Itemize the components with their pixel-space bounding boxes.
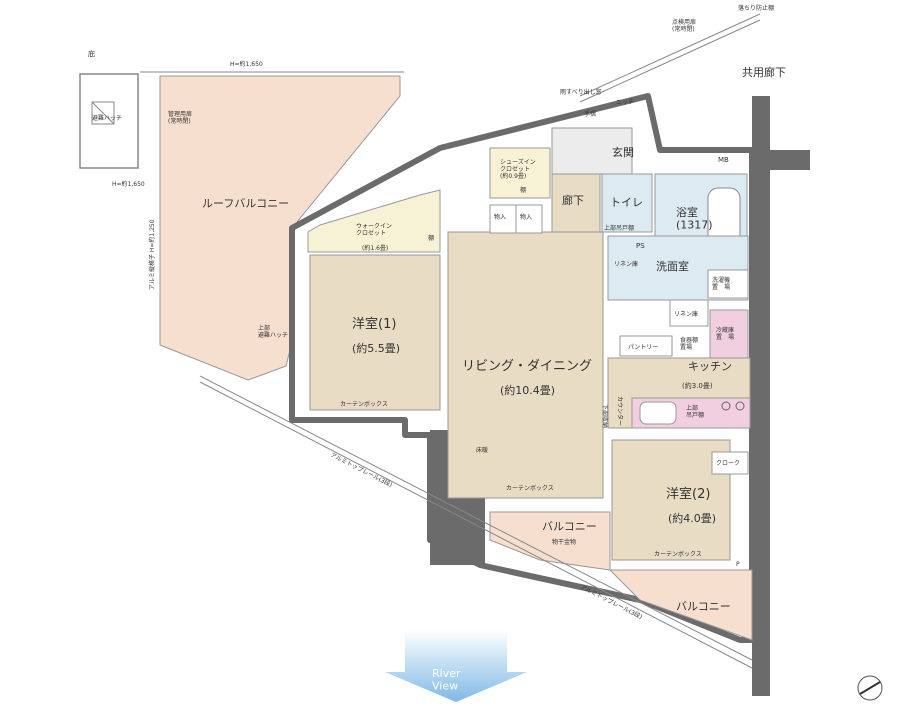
compass-needle (859, 681, 881, 695)
label-evac-hatch: 避難ハッチ (92, 114, 122, 122)
label-washroom: 洗面室 (656, 259, 689, 273)
top-rail-line-4 (579, 19, 761, 103)
label-curtain-box-1: カーテンボックス (340, 400, 388, 408)
balcony-2 (608, 569, 753, 641)
label-floor-heating: 床暖 (476, 446, 488, 454)
label-upper-cabinet: 上部吊戸棚 (604, 224, 634, 232)
label-alu-rail-1: アルミトップレール(3段) (329, 451, 394, 489)
label-dim-left: H=約1,650 (112, 180, 145, 188)
label-storage-1: 物入 (494, 213, 506, 221)
label-entrance: 玄関 (612, 145, 634, 159)
right-wall-column-2 (770, 150, 810, 170)
walkin-closet (307, 189, 441, 253)
label-shelf-2: 棚 (428, 234, 434, 242)
label-pantry: パントリー (628, 344, 658, 351)
label-lower-storage: 下部収納 (601, 404, 609, 428)
pantry (619, 335, 673, 357)
label-closet: クローク (716, 460, 740, 467)
label-dim-vert: アルミ縦格子 H=約1,250 (148, 219, 156, 290)
label-linen-2: リネン庫 (674, 310, 698, 318)
label-niche: ニッチ (616, 99, 634, 106)
label-living-size: (約10.4畳) (500, 383, 555, 397)
label-dish-storage: 食器棚置場 (680, 336, 698, 351)
label-bath: 浴室(1317) (676, 205, 713, 232)
label-shoes-closet: シューズインクロゼット(約0.9畳) (500, 158, 536, 180)
label-storage-2: 物入 (520, 213, 532, 221)
label-kitchen-size: (約3.0畳) (682, 381, 713, 390)
label-balcony-2: バルコニー (676, 600, 731, 613)
linen-storage (669, 299, 709, 327)
label-walkin: ウォークインクロゼット (356, 222, 392, 237)
label-shelf: 棚 (520, 186, 526, 194)
label-dim-top: H=約1,650 (230, 60, 263, 68)
label-inspection: 点検用扉(常時閉) (672, 18, 696, 33)
label-ps: PS (636, 242, 645, 250)
label-curtain-box-3: カーテンボックス (654, 550, 702, 558)
label-corridor: 廊下 (562, 193, 584, 207)
label-washer: 洗濯機置 場 (712, 276, 730, 291)
river-view-arrow (385, 630, 527, 702)
label-living: リビング・ダイニング (462, 359, 592, 374)
label-upper-hatch: 上部避難ハッチ (258, 324, 288, 339)
label-curtain-box-2: カーテンボックス (506, 484, 554, 492)
balcony-1 (489, 511, 611, 571)
label-kitchen: キッチン (688, 360, 732, 373)
label-linen: リネン庫 (614, 260, 638, 268)
label-balcony-1: バルコニー (542, 520, 597, 533)
storage-1 (489, 204, 517, 234)
washroom (607, 235, 749, 301)
label-drying: 物干金物 (552, 538, 576, 546)
cloak (711, 451, 749, 475)
burner-1 (721, 401, 731, 411)
toilet-room (601, 173, 653, 233)
western-room-2 (611, 439, 731, 561)
label-roof-balcony: ルーフバルコニー (202, 197, 289, 210)
top-rail-line-2 (199, 381, 753, 669)
compass-icon (857, 675, 883, 701)
label-fall-prevention: 落ちり防止棚 (738, 4, 774, 12)
storage-2 (515, 204, 543, 234)
top-rail-line-1 (199, 375, 753, 661)
label-handrail: 手摺 (584, 110, 596, 118)
label-eaves: 庇 (88, 49, 95, 58)
label-toilet: トイレ (610, 196, 643, 209)
label-western-2-size: (約4.0畳) (668, 511, 716, 525)
washer-space (707, 269, 749, 299)
label-counter: カウンター (616, 396, 624, 426)
label-skid-rail: 雨すべり出し窓 (560, 88, 602, 96)
western-room-1 (309, 254, 441, 411)
entrance-area (551, 127, 633, 175)
outer-wall (289, 93, 755, 643)
label-western-2: 洋室(2) (666, 486, 710, 502)
burner-2 (735, 401, 745, 411)
hatch-diag (91, 101, 115, 125)
label-walkin-size: (約1.6畳) (362, 244, 388, 252)
label-mb: MB (718, 156, 729, 164)
right-wall-column (752, 96, 770, 696)
label-common-corridor: 共用廊下 (742, 65, 786, 79)
label-fridge: 冷蔵庫置 場 (716, 326, 734, 341)
label-pipe-space: 管理用扉(常時閉) (168, 110, 192, 125)
label-upper-cabinet-2: 上部吊戸棚 (686, 404, 704, 419)
living-dining-room (447, 231, 604, 499)
label-western-1: 洋室(1) (352, 316, 396, 332)
label-western-1-size: (約5.5畳) (352, 341, 400, 355)
label-p-mark: P (736, 561, 740, 568)
top-rail-line-3 (579, 13, 761, 97)
sink (639, 401, 677, 425)
corridor-area (551, 173, 601, 233)
shoes-closet (489, 147, 551, 199)
